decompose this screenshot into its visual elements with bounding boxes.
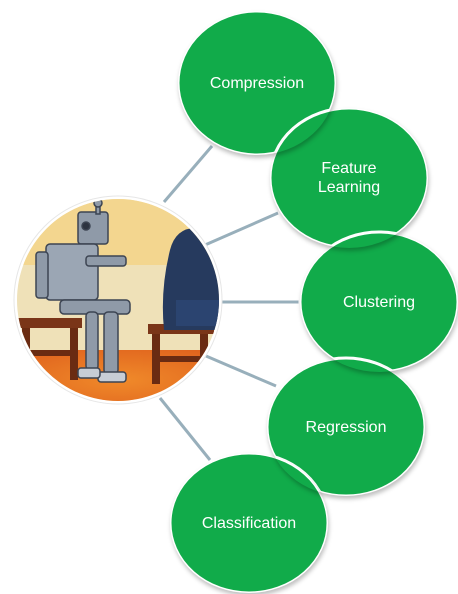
node-classification: Classification — [170, 453, 328, 593]
robot-icon — [35, 199, 131, 383]
node-circle-compression — [176, 9, 338, 157]
connector-feature-learning — [204, 211, 279, 247]
node-regression: Regression — [267, 358, 425, 496]
stool-left-seat — [18, 318, 82, 328]
node-label-compression: Compression — [209, 74, 305, 92]
connector-compression — [162, 145, 214, 203]
central-illustration — [13, 195, 223, 405]
node-circle-regression — [265, 356, 427, 498]
node-label-clustering: Clustering — [342, 293, 416, 311]
connector-lines — [158, 145, 302, 461]
node-label-regression: Regression — [305, 418, 387, 436]
node-label-feature-learning: Feature Learning — [317, 160, 381, 196]
node-circle-classification — [168, 451, 330, 594]
connector-classification — [158, 397, 212, 461]
node-compression: Compression — [178, 11, 336, 155]
node-circles — [168, 9, 458, 594]
node-clustering: Clustering — [300, 232, 458, 372]
connector-regression — [205, 354, 277, 388]
node-label-classification: Classification — [201, 514, 297, 532]
node-feature-learning: Feature Learning — [270, 108, 428, 248]
